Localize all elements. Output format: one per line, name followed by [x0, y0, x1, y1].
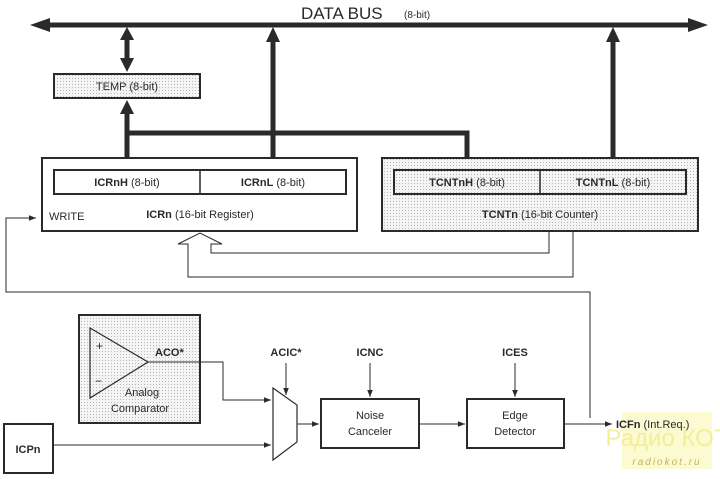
data-bus-right-arrow-icon	[688, 18, 708, 32]
data-bus-title: DATA BUS	[301, 4, 383, 23]
temp-name: TEMP	[96, 81, 126, 93]
acic-label: ACIC*	[270, 347, 302, 359]
aco-label: ACO*	[155, 347, 184, 359]
svg-text:TEMP (8-bit): TEMP (8-bit)	[96, 81, 158, 93]
tcntnh-name: TCNTnH	[429, 177, 473, 189]
up-arrow-icon	[606, 27, 620, 42]
multiplexer: ACIC*	[270, 347, 302, 462]
data-bus-left-arrow-icon	[30, 18, 50, 32]
bus-temp-link	[120, 27, 134, 72]
icrn-register: ICRnH (8-bit) ICRnL (8-bit) WRITE ICRn (…	[41, 157, 358, 232]
op-amp-triangle-icon	[89, 326, 150, 400]
icrn-desc: (16-bit Register)	[175, 209, 254, 221]
tcntn-name: TCNTn	[482, 209, 518, 221]
tcntnl-bus-link	[606, 27, 620, 171]
analog-comparator: + − ACO* Analog Comparator	[78, 314, 201, 424]
comparator-plus: +	[96, 339, 103, 353]
tcntnh-width: (8-bit)	[476, 177, 505, 189]
icfn-name: ICFn	[616, 419, 641, 431]
up-arrow-icon	[120, 100, 134, 114]
mux-trapezoid-icon	[272, 386, 298, 462]
tcntn-to-icrn-transfer	[177, 231, 574, 278]
icrnh-name: ICRnH	[94, 177, 128, 189]
tcntn-desc: (16-bit Counter)	[521, 209, 598, 221]
write-feedback-line	[5, 215, 591, 418]
icrnl-width: (8-bit)	[276, 177, 305, 189]
icrnh-width: (8-bit)	[131, 177, 160, 189]
icrnl-name: ICRnL	[241, 177, 274, 189]
edge-line1: Edge	[502, 410, 528, 422]
down-arrow-icon	[120, 58, 134, 72]
temp-width: (8-bit)	[129, 81, 158, 93]
icnc-label: ICNC	[357, 347, 384, 359]
comparator-line1: Analog	[125, 387, 159, 399]
svg-text:TCNTn (16-bit Counter): TCNTn (16-bit Counter)	[482, 209, 598, 221]
noise-line1: Noise	[356, 410, 384, 422]
noise-canceler: Noise Canceler ICNC	[320, 347, 420, 449]
ices-label: ICES	[502, 347, 528, 359]
comparator-minus: −	[95, 374, 102, 388]
temp-register: TEMP (8-bit)	[53, 73, 201, 99]
aco-wire	[148, 361, 271, 403]
icrnl-bus-link	[266, 27, 280, 172]
svg-text:TCNTnH (8-bit): TCNTnH (8-bit)	[429, 177, 505, 189]
svg-text:ICRn (16-bit Register): ICRn (16-bit Register)	[146, 209, 254, 221]
data-bus: DATA BUS (8-bit)	[30, 4, 708, 32]
tcntn-counter: TCNTnH (8-bit) TCNTnL (8-bit) TCNTn (16-…	[381, 157, 699, 232]
icrn-name: ICRn	[146, 209, 172, 221]
comparator-line2: Comparator	[111, 403, 169, 415]
hollow-up-arrow-icon	[177, 231, 574, 278]
noise-line2: Canceler	[348, 426, 392, 438]
svg-text:ICRnH (8-bit): ICRnH (8-bit)	[94, 177, 159, 189]
write-label: WRITE	[49, 211, 84, 223]
edge-line2: Detector	[494, 426, 536, 438]
tcntnl-name: TCNTnL	[576, 177, 619, 189]
watermark: Радио КОТ radiokot.ru	[605, 412, 720, 469]
watermark-line1: Радио КОТ	[605, 425, 720, 452]
watermark-line2: radiokot.ru	[632, 457, 701, 468]
tcntnl-width: (8-bit)	[622, 177, 651, 189]
svg-text:TCNTnL (8-bit): TCNTnL (8-bit)	[576, 177, 651, 189]
svg-text:ICFn (Int.Req.): ICFn (Int.Req.)	[616, 419, 689, 431]
icpn-label: ICPn	[15, 444, 40, 456]
up-arrow-icon	[266, 27, 280, 42]
edge-detector: Edge Detector ICES	[466, 347, 565, 449]
icpn-pin: ICPn	[3, 423, 54, 474]
data-bus-width: (8-bit)	[404, 10, 430, 21]
icfn-desc: (Int.Req.)	[644, 419, 690, 431]
up-arrow-icon	[120, 27, 134, 40]
svg-text:ICRnL (8-bit): ICRnL (8-bit)	[241, 177, 305, 189]
